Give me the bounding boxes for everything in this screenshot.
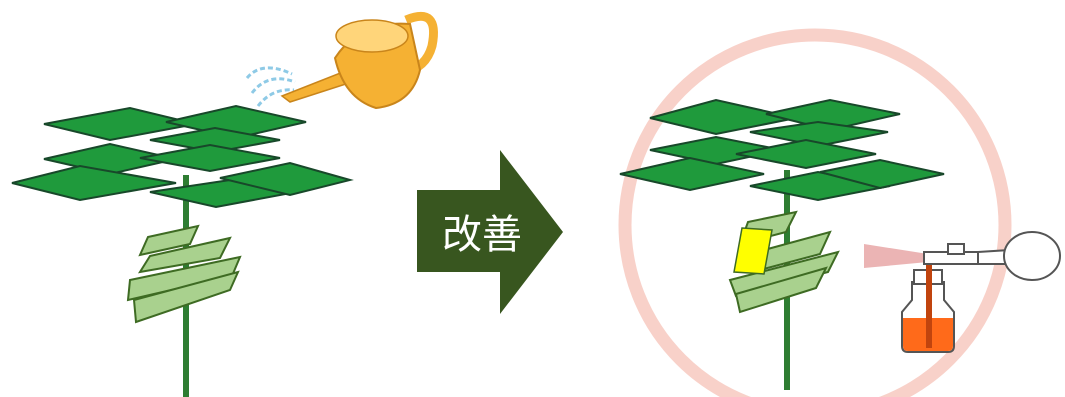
canopy-leaf [619, 156, 765, 192]
lower-leaf [137, 236, 232, 274]
lower-leaves [728, 210, 840, 314]
watering-can-icon [245, 11, 438, 110]
sprayer-bulb [1003, 231, 1061, 281]
water-drops [245, 66, 296, 107]
sprayer-tube [926, 256, 932, 348]
spray-mist [864, 244, 928, 268]
can-opening [335, 19, 409, 53]
canopy-leaf [11, 164, 177, 202]
canopy-leaf [139, 143, 281, 173]
lower-leaf [138, 224, 200, 257]
sprayer-cap [947, 243, 965, 255]
sprayer-icon [864, 231, 1061, 353]
plant-before [11, 104, 354, 397]
lower-leaf [132, 270, 240, 324]
highlight-circle [618, 28, 1012, 397]
canopy-leaf [735, 138, 877, 170]
sticky-trap-icon [733, 227, 773, 275]
improvement-arrow: 改善 [417, 150, 563, 314]
arrow-label: 改善 [442, 212, 522, 258]
canopy-leaves [619, 98, 945, 202]
canopy-leaf [819, 158, 945, 190]
lower-leaf [734, 266, 828, 314]
canopy-leaves [11, 104, 354, 209]
arrow-shape [417, 150, 563, 314]
plant-after [619, 98, 945, 390]
canopy-leaf [219, 161, 354, 197]
lower-leaf [728, 250, 840, 298]
lower-leaves [126, 224, 242, 324]
